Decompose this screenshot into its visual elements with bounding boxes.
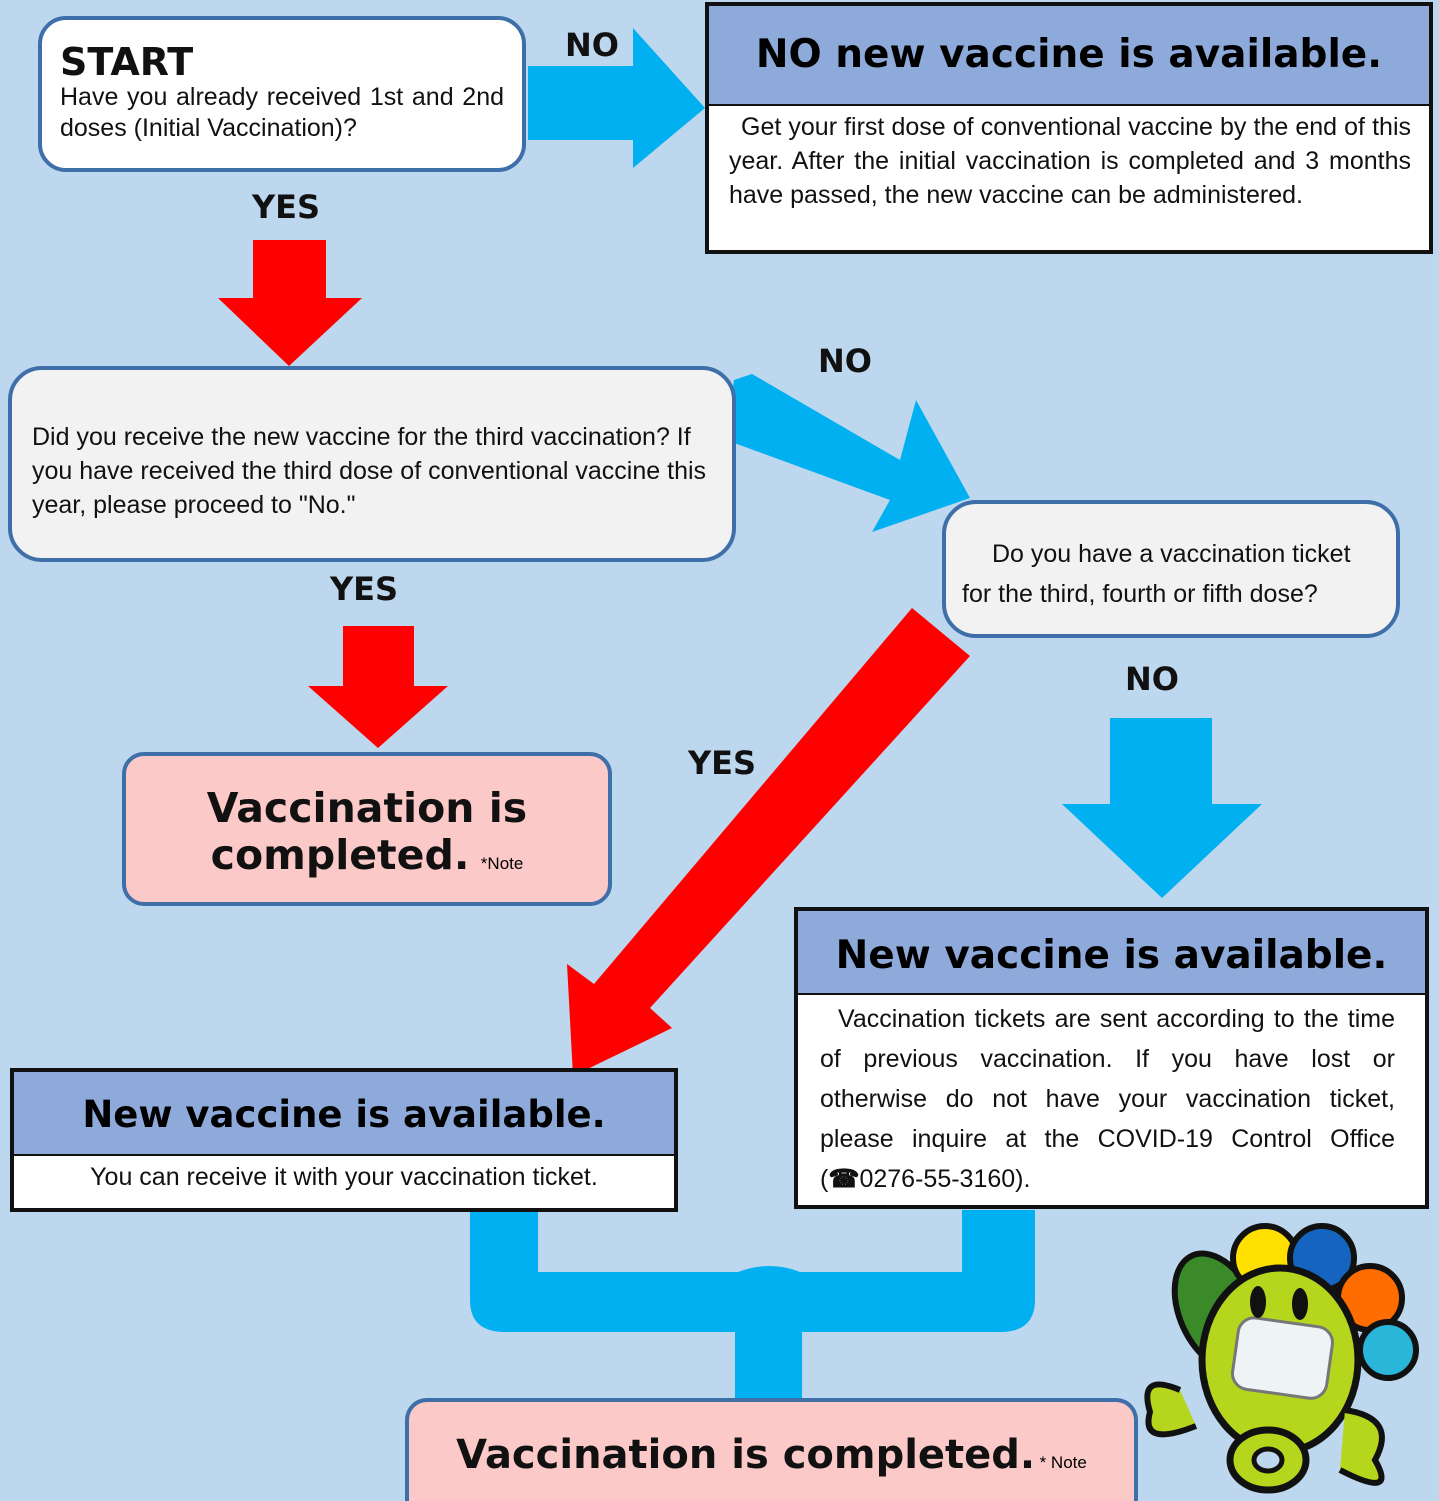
available-left-body: You can receive it with your vaccination…: [90, 1163, 598, 1191]
completed-line-2: completed.: [210, 831, 470, 879]
ticket-question-box: Do you have a vaccination ticket for the…: [942, 500, 1400, 638]
no-new-vaccine-body: Get your first dose of conventional vacc…: [729, 113, 1411, 209]
completed-line-1: Vaccination is: [206, 784, 528, 832]
third-dose-question-box: Did you receive the new vaccine for the …: [8, 366, 736, 562]
label-yes-third-dose: YES: [330, 570, 399, 608]
phone-number: 0276-55-3160: [859, 1165, 1016, 1193]
yes-arrow-ticket: [567, 608, 970, 1076]
no-arrow-third-dose: [726, 374, 970, 532]
yes-arrow-third-dose: [308, 626, 448, 748]
label-no-ticket: NO: [1125, 660, 1179, 698]
no-new-vaccine-box: NO new vaccine is available. Get your fi…: [705, 2, 1433, 254]
available-right-text-end: ).: [1015, 1165, 1031, 1193]
completed-line-2-row: completed. *Note: [126, 830, 608, 889]
new-vaccine-available-right-box: New vaccine is available. Vaccination ti…: [794, 907, 1429, 1209]
available-right-heading: New vaccine is available.: [798, 911, 1425, 995]
mascot-character-icon: [1144, 1223, 1419, 1494]
label-no-third-dose: NO: [818, 342, 872, 380]
start-box: START Have you already received 1st and …: [38, 16, 526, 172]
label-yes-ticket: YES: [688, 744, 757, 782]
label-no-start: NO: [565, 26, 619, 64]
available-left-heading: New vaccine is available.: [14, 1072, 674, 1156]
third-dose-question-text: Did you receive the new vaccine for the …: [32, 423, 707, 519]
completed-note: *Note: [480, 854, 524, 873]
vaccination-completed-final-box: Vaccination is completed. * Note: [405, 1398, 1138, 1501]
vaccination-completed-box: Vaccination is completed. *Note: [122, 752, 612, 906]
no-arrow-start: [528, 28, 705, 168]
yes-arrow-start: [218, 240, 362, 366]
telephone-icon: ☎: [828, 1165, 860, 1193]
no-new-vaccine-heading: NO new vaccine is available.: [709, 6, 1429, 106]
no-arrow-ticket: [1062, 718, 1262, 898]
label-yes-start: YES: [252, 188, 321, 226]
merge-connector: [470, 1205, 1035, 1405]
start-title: START: [60, 40, 194, 84]
new-vaccine-available-left-box: New vaccine is available. You can receiv…: [10, 1068, 678, 1212]
available-right-text: Vaccination tickets are sent according t…: [820, 1005, 1395, 1193]
start-question: Have you already received 1st and 2nd do…: [60, 83, 504, 142]
final-completed-note: * Note: [1039, 1453, 1087, 1472]
ticket-question-text: Do you have a vaccination ticket for the…: [962, 540, 1351, 608]
final-completed-text: Vaccination is completed.: [456, 1432, 1036, 1478]
available-right-body: Vaccination tickets are sent according t…: [798, 995, 1425, 1199]
